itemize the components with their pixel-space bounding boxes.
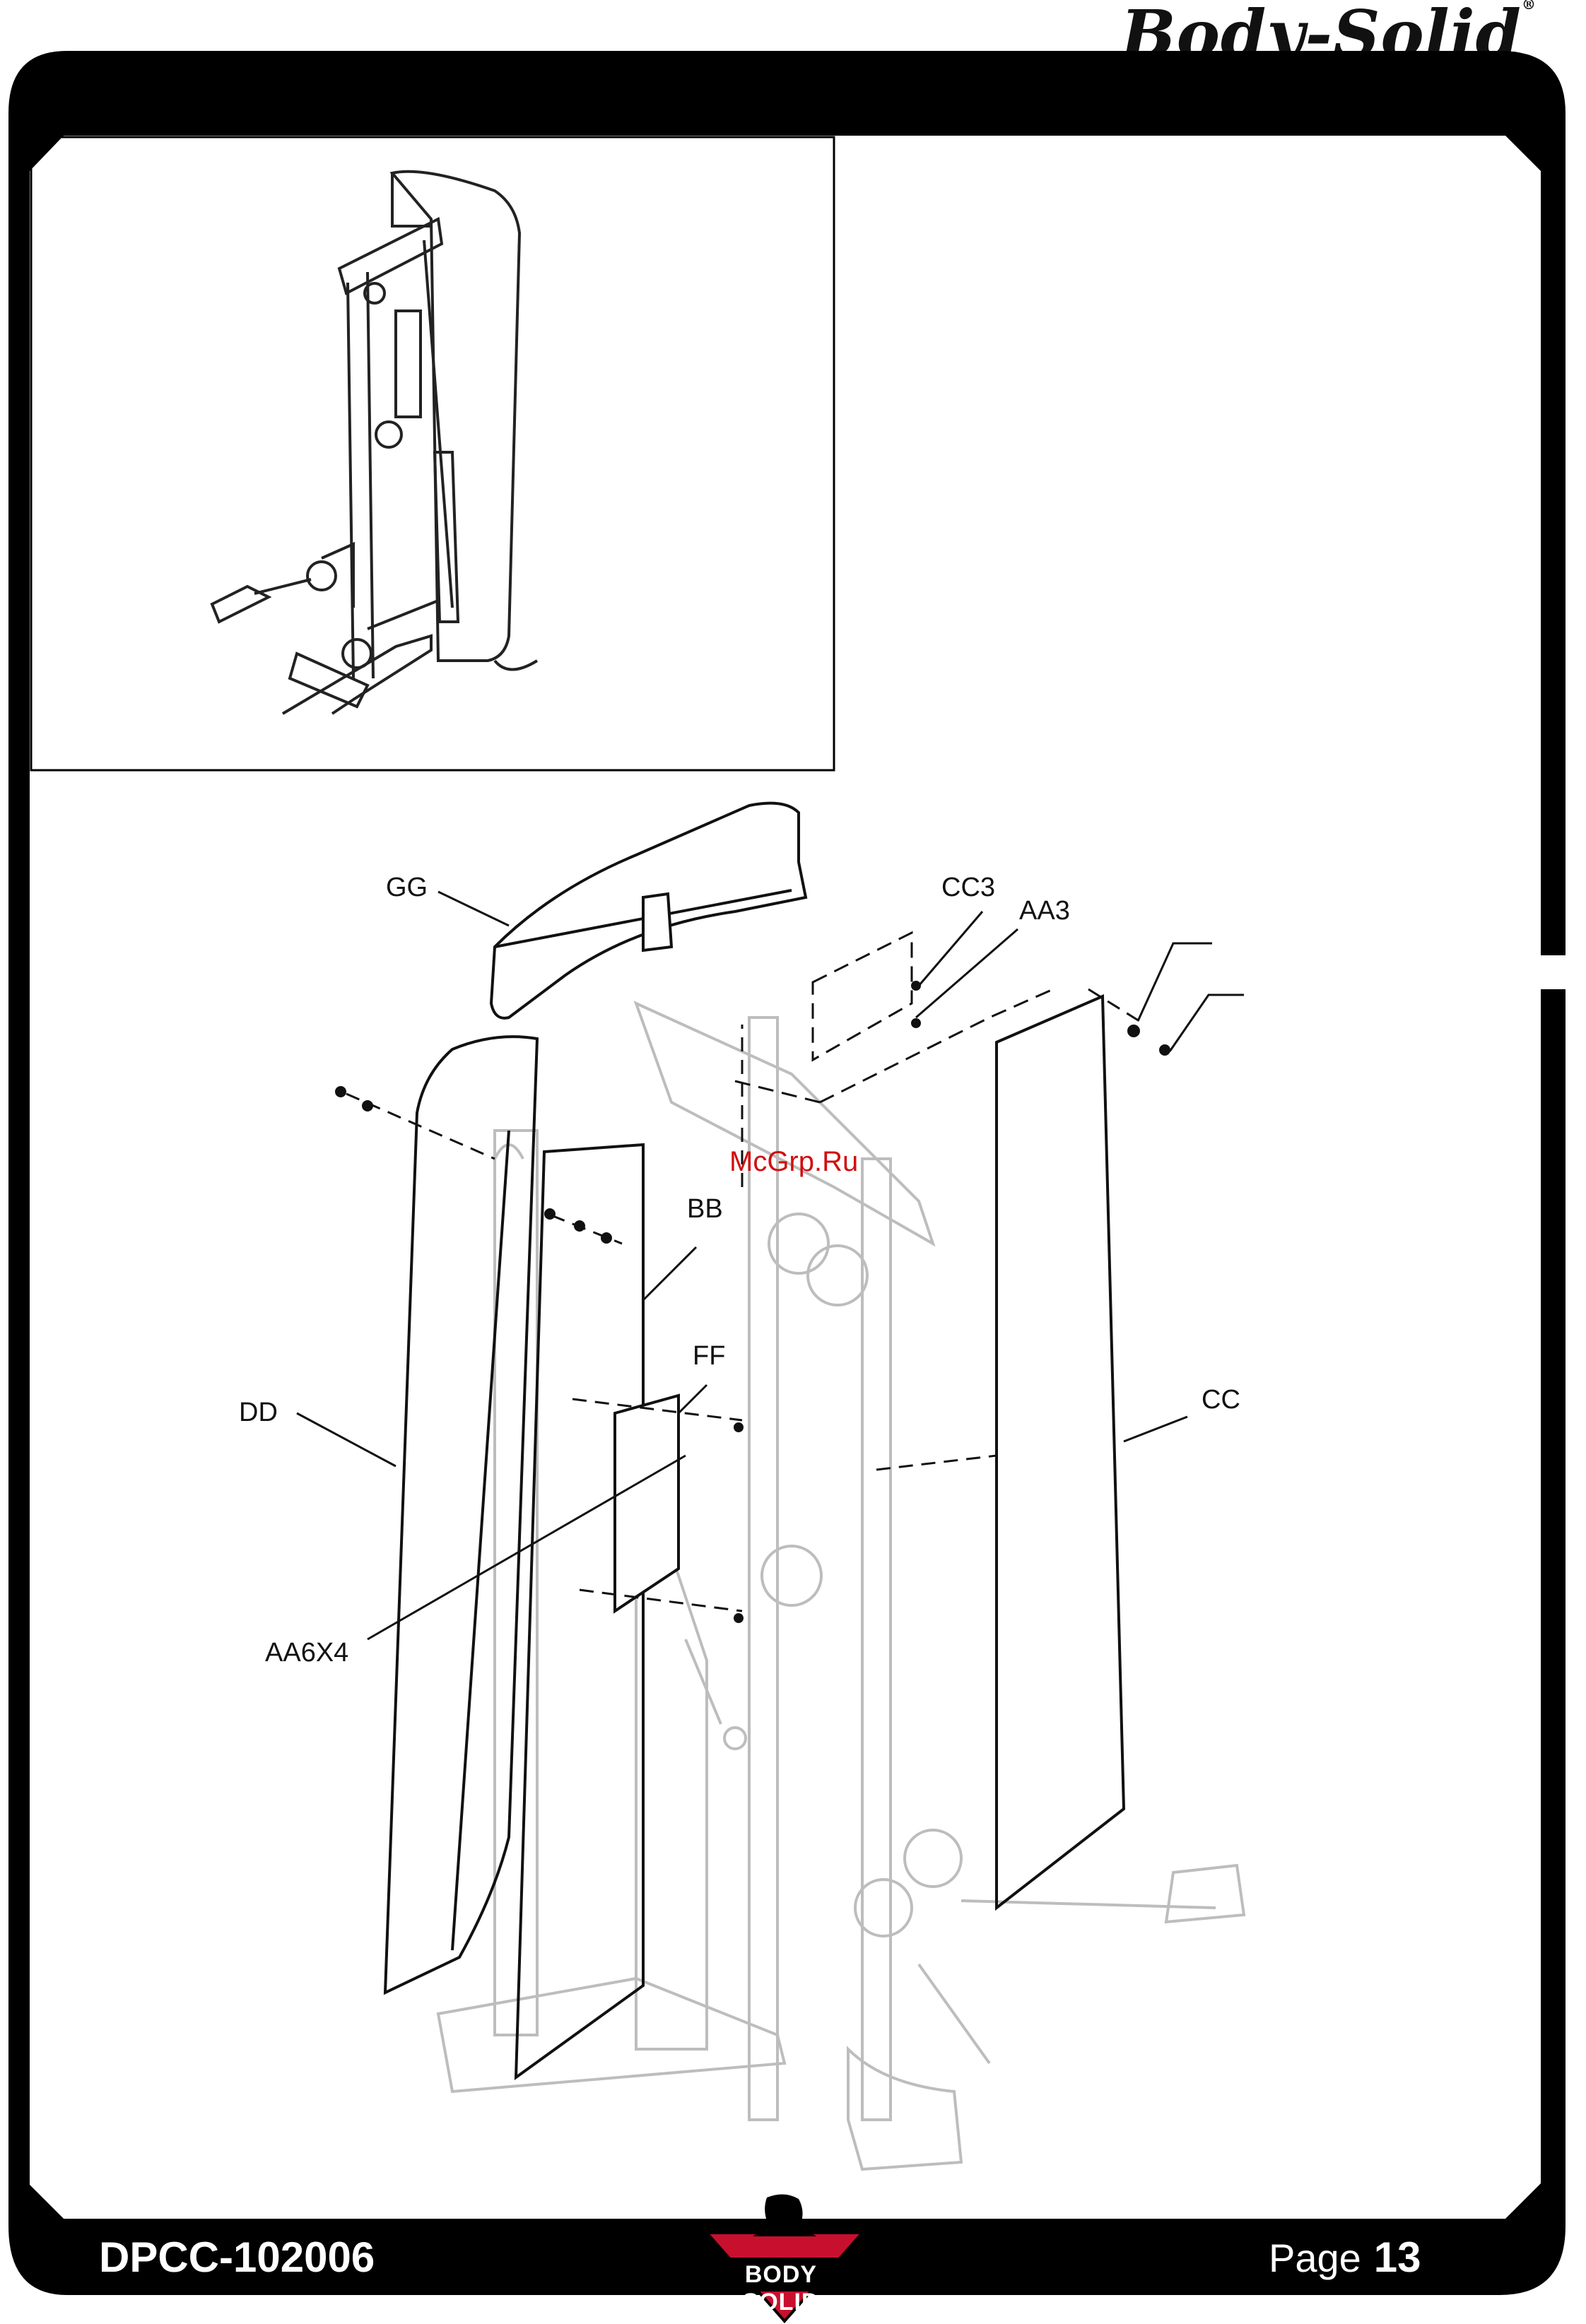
callout-aa6x4: AA6X4 <box>265 1638 348 1668</box>
callout-bb: BB <box>687 1194 723 1225</box>
callout-gg: GG <box>386 873 428 903</box>
callout-aa3: AA3 <box>1019 896 1070 926</box>
model-number: DPCC-102006 <box>99 2233 375 2282</box>
callout-cc3: CC3 <box>941 873 995 903</box>
callout-ff: FF <box>693 1341 725 1372</box>
callout-dd: DD <box>239 1398 278 1428</box>
callout-cc: CC <box>1202 1385 1240 1415</box>
watermark: McGrp.Ru <box>729 1146 858 1178</box>
logo-wordmark: BODY SOLID <box>710 2261 852 2316</box>
